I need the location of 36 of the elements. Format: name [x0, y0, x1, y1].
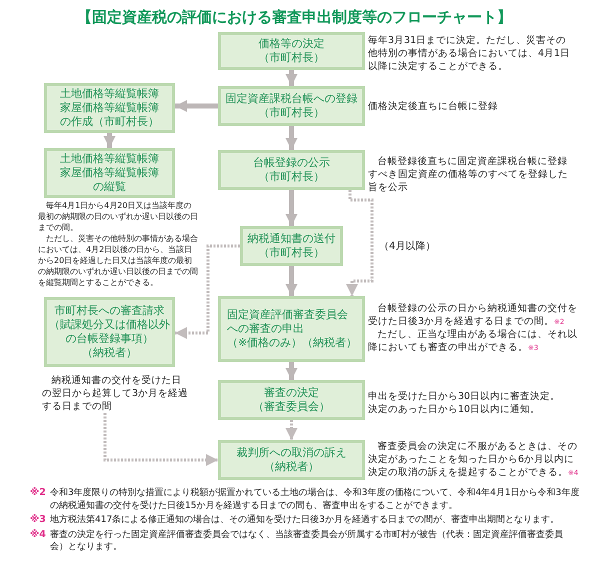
- footnote-text: 令和3年度限りの特別な措置により税額が据置かれている土地の場合は、令和3年度の価格について、令和4年4月1日から令和3年度の納税通知書の交付を受けた日後15か月を経過する日までの間も、審査申出をすることができます。: [50, 487, 580, 512]
- process-box: 審査の決定（審査委員会）: [218, 380, 365, 420]
- process-box: 納税通知書の送付（市町村長）: [240, 226, 343, 266]
- note-text: 納税通知書の交付を受けた日の翌日から起算して3か月を経過する日までの間: [42, 374, 190, 413]
- process-box: 土地価格等縦覧帳簿家屋価格等縦覧帳簿の縦覧: [44, 148, 175, 198]
- note-text: 申出を受けた日から30日以内に審査決定。: [368, 390, 562, 403]
- arrow: [175, 244, 240, 339]
- footnote-text: 地方税法第417条による修正通知の場合は、その通知を受けた日後3か月を経過する日までの間が、審査申出期間となります。: [50, 514, 560, 526]
- arrow: [286, 126, 298, 150]
- arrow: [286, 190, 298, 226]
- note-text: 毎年3月31日までに決定。ただし、災害その他特別の事情がある場合においては、4月1日以降に決定することができる。: [368, 34, 572, 73]
- process-box: 土地価格等縦覧帳簿家屋価格等縦覧帳簿の作成（市町村長）: [44, 83, 175, 133]
- note-text: 毎年4月1日から4月20日又は当該年度の最初の納期限の日のいずれか遅い日以後の日までの間。: [38, 200, 198, 233]
- footnote-mark: ※3: [30, 514, 46, 526]
- note-text: 価格決定後直ちに台帳に登録: [368, 100, 499, 113]
- process-box: 市町村長への審査請求（賦課処分又は価格以外の台帳登録事項）（納税者）: [44, 297, 175, 367]
- arrow: [104, 413, 218, 466]
- note-text: 決定のあった日から10日以内に通知。: [368, 403, 542, 416]
- note-text: 台帳登録後直ちに固定資産課税台帳に登録すべき固定資産の価格等のすべてを登録した旨を公示: [368, 155, 569, 194]
- footnote-mark: ※2: [30, 487, 46, 500]
- footnote-mark: ※4: [30, 528, 46, 541]
- title: 【固定資産税の評価における審査申出制度等のフローチャート】: [76, 8, 513, 27]
- arrow: [286, 70, 298, 86]
- arrow: [286, 266, 298, 296]
- arrow: [346, 190, 374, 296]
- footnote-text: 審査の決定を行った固定資産評価審査委員会ではなく、当該審査委員会が所属する市町村が被告（代表：固定資産評価審査委員会）となります。: [50, 528, 564, 554]
- note-text: ただし、災害その他特別の事情がある場合においては、4月2日以後の日から、当該日から20日を経過した日又は当該年度の最初の納期限のいずれか遅い日以後の日までの間を縦覧期間とすることができる。: [38, 233, 198, 288]
- arrow: [175, 100, 218, 112]
- process-box: 固定資産課税台帳への登録（市町村長）: [218, 86, 365, 126]
- process-box: 裁判所への取消の訴え（納税者）: [218, 440, 365, 480]
- arrow: [104, 133, 116, 148]
- process-box: 価格等の決定（市町村長）: [218, 32, 365, 70]
- process-box: 台帳登録の公示（市町村長）: [218, 150, 365, 190]
- process-box: 固定資産評価審査委員会への審査の申出（※価格のみ）（納税者）: [218, 296, 365, 362]
- arrow: [286, 362, 298, 380]
- arrow: [286, 420, 298, 440]
